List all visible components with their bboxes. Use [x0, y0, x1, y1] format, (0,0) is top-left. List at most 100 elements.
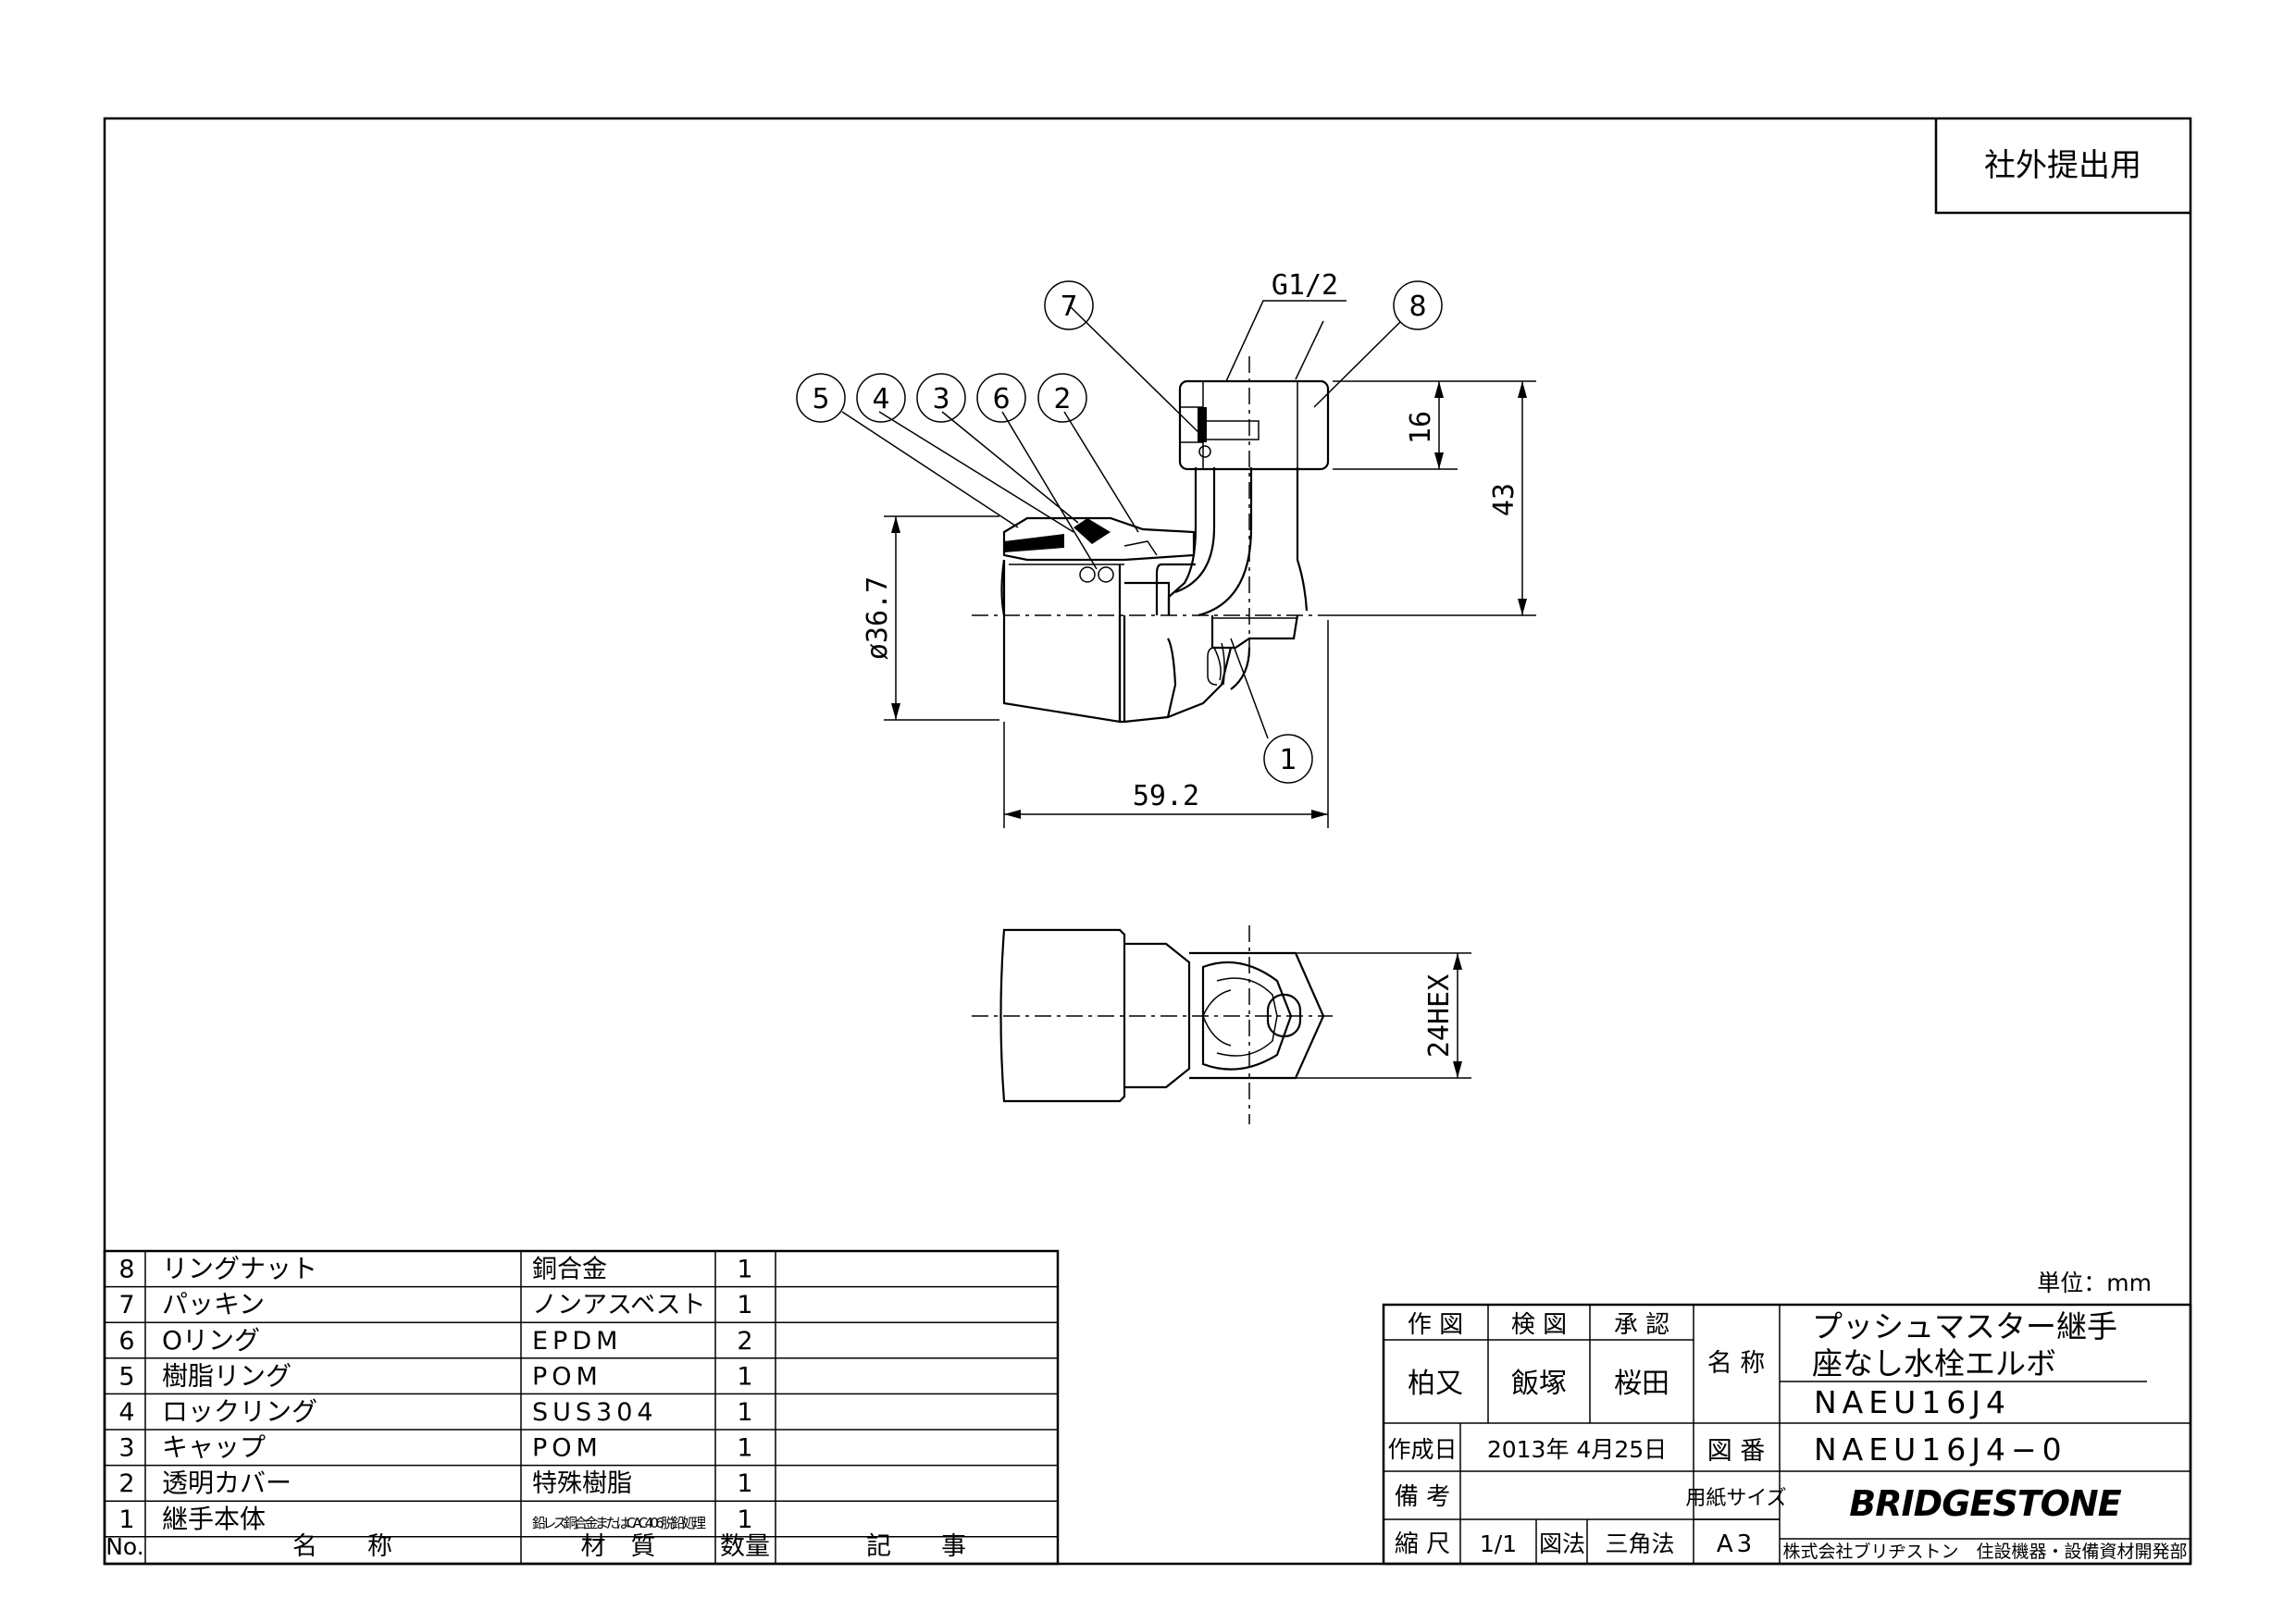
part-no: 2 [118, 1469, 134, 1498]
svg-text:5: 5 [812, 383, 829, 415]
bridgestone-logo: BRIDGESTONE [1849, 1483, 2121, 1524]
part-qty: 1 [737, 1434, 752, 1463]
method-value: 三角法 [1605, 1530, 1674, 1557]
parts-header-row: No. 名 称 材 質 数量 記 事 [105, 1532, 966, 1561]
part-no: 6 [118, 1327, 134, 1356]
part-material: ノンアスベスト [532, 1291, 706, 1319]
dim-43: 43 [1488, 483, 1520, 516]
part-material: 鉛レス銅合金またはCAC406脱鉛処理 [532, 1515, 706, 1531]
balloon-4: 4 [856, 373, 906, 423]
svg-text:1: 1 [1279, 744, 1297, 776]
paper-size-label: 用紙サイズ [1685, 1487, 1786, 1510]
part-no: 8 [118, 1256, 134, 1284]
stamp-box: 社外提出用 [1934, 118, 2191, 215]
signature-drawn: 柏又 [1408, 1368, 1463, 1400]
paper-size: A3 [1717, 1530, 1756, 1558]
header-note: 記 事 [866, 1532, 966, 1561]
part-qty: 1 [737, 1291, 752, 1319]
part-material: POM [532, 1362, 602, 1391]
signature-checked: 飯塚 [1511, 1368, 1567, 1400]
dim-59-2: 59.2 [1133, 780, 1199, 812]
balloon-5: 5 [796, 373, 846, 423]
header-no: No. [105, 1533, 144, 1560]
name-label: 名 称 [1707, 1349, 1766, 1378]
dim-diameter: ø36.7 [862, 576, 894, 660]
signature-approved: 桜田 [1614, 1368, 1669, 1400]
header-drawn: 作 図 [1408, 1311, 1463, 1339]
part-material: SUS304 [532, 1398, 658, 1427]
part-name: 継手本体 [162, 1504, 266, 1534]
header-qty: 数量 [720, 1532, 770, 1561]
method-label: 図法 [1539, 1530, 1585, 1557]
part-name: パッキン [162, 1289, 265, 1319]
part-no: 7 [118, 1291, 134, 1319]
balloon-3: 3 [916, 373, 966, 423]
transparent-cover [1002, 516, 1196, 583]
parts-row: 3 キャップ POM 1 [118, 1432, 752, 1463]
part-name: ロックリング [162, 1396, 317, 1427]
part-name: Oリング [162, 1325, 260, 1356]
ring-nut [1178, 379, 1330, 471]
parts-row: 1 継手本体 鉛レス銅合金またはCAC406脱鉛処理 1 [118, 1504, 752, 1534]
company-name: 株式会社ブリヂストン 住設機器・設備資材開発部 [1782, 1541, 2187, 1562]
date-label: 作成日 [1387, 1436, 1457, 1463]
parts-row: 2 透明カバー 特殊樹脂 1 [118, 1468, 752, 1498]
part-qty: 1 [737, 1469, 752, 1498]
part-name: 樹脂リング [162, 1360, 292, 1391]
parts-list: 8 リングナット 銅合金 1 7 パッキン ノンアスベスト 1 6 Oリング EPDM 2 5 樹脂リング… [103, 1249, 1060, 1566]
sheet-border [103, 117, 2192, 1566]
balloon-2: 2 [1037, 373, 1087, 423]
part-name: リングナット [162, 1254, 317, 1284]
part-qty: 1 [737, 1256, 752, 1284]
header-checked: 検 図 [1511, 1311, 1567, 1339]
stamp-label: 社外提出用 [1984, 147, 2141, 184]
balloons: 7 8 5 4 3 6 2 1 [796, 280, 1443, 784]
scale-label: 縮 尺 [1395, 1530, 1450, 1558]
dim-24hex: 24HEX [1423, 974, 1456, 1058]
part-name: 透明カバー [162, 1468, 292, 1498]
unit-label: 単位：mm [2037, 1270, 2152, 1296]
product-name-line1: プッシュマスター継手 [1812, 1308, 2117, 1344]
cap [1000, 559, 1122, 724]
part-qty: 2 [737, 1327, 752, 1356]
part-name: キャップ [162, 1432, 266, 1463]
svg-text:8: 8 [1409, 291, 1426, 323]
date-value: 2013年 4月25日 [1487, 1436, 1667, 1463]
svg-text:3: 3 [932, 383, 949, 415]
product-code: NAEU16J4 [1814, 1384, 2011, 1420]
svg-text:6: 6 [992, 383, 1010, 415]
front-view [972, 356, 1333, 724]
parts-row: 7 パッキン ノンアスベスト 1 [118, 1289, 752, 1319]
side-view [972, 925, 1333, 1124]
part-no: 1 [118, 1505, 134, 1534]
balloon-1: 1 [1263, 734, 1313, 784]
part-qty: 1 [737, 1398, 752, 1427]
part-qty: 1 [737, 1362, 752, 1391]
part-material: 銅合金 [532, 1256, 607, 1284]
balloon-6: 6 [976, 373, 1026, 423]
drawing-no-label: 図 番 [1707, 1437, 1766, 1466]
svg-text:4: 4 [872, 383, 889, 415]
parts-row: 6 Oリング EPDM 2 [118, 1325, 752, 1356]
balloon-8: 8 [1393, 280, 1443, 330]
part-no: 5 [118, 1362, 134, 1391]
dimension-hex: 24HEX [1296, 952, 1471, 1079]
title-block: 作 図 検 図 承 認 柏又 飯塚 桜田 名 称 プッシュマスター継手 座なし水… [1382, 1303, 2192, 1566]
svg-text:2: 2 [1053, 383, 1071, 415]
thread-label: G1/2 [1272, 269, 1338, 302]
part-material: 特殊樹脂 [532, 1469, 632, 1498]
part-qty: 1 [737, 1505, 752, 1534]
header-approved: 承 認 [1614, 1311, 1669, 1339]
svg-text:7: 7 [1060, 291, 1077, 323]
parts-row: 5 樹脂リング POM 1 [118, 1360, 752, 1391]
part-no: 3 [118, 1434, 134, 1463]
dimension-lines-front: 16 43 ø36.7 59.2 G1/2 [862, 269, 1536, 828]
header-material: 材 質 [581, 1532, 656, 1561]
part-material: EPDM [532, 1327, 622, 1356]
product-name-line2: 座なし水栓エルボ [1812, 1345, 2056, 1381]
scale-value: 1/1 [1480, 1530, 1517, 1557]
part-material: POM [532, 1434, 602, 1463]
dim-16: 16 [1405, 411, 1437, 444]
